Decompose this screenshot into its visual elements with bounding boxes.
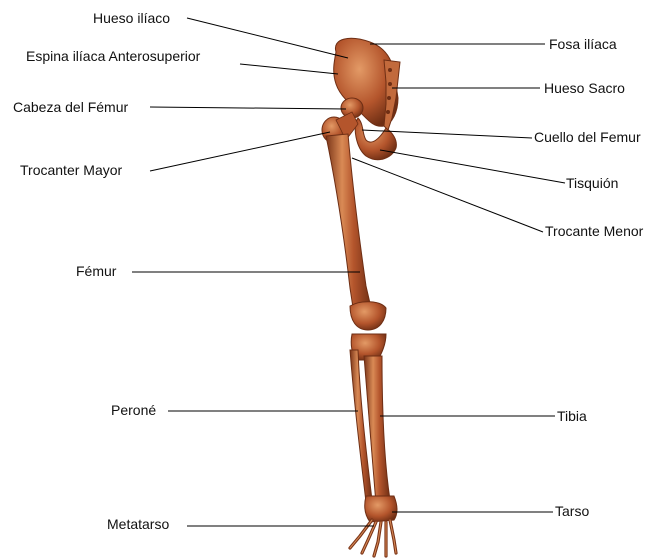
label-cabeza-femur: Cabeza del Fémur [13, 99, 128, 115]
foot-bones [350, 520, 396, 556]
label-metatarso: Metatarso [107, 516, 169, 532]
label-tibia: Tibia [557, 408, 587, 424]
label-hueso-iliaco: Hueso ilíaco [93, 10, 170, 26]
label-trocanter-mayor: Trocanter Mayor [20, 162, 122, 178]
leader-isquion [380, 150, 565, 183]
tarsus [365, 496, 397, 522]
leader-cabeza-femur [150, 107, 346, 109]
label-espina-iliaca: Espina ilíaca Anterosuperior [26, 48, 200, 64]
leader-trocante-menor [352, 158, 543, 232]
leader-hueso-iliaco [187, 18, 348, 58]
label-hueso-sacro: Hueso Sacro [544, 80, 625, 96]
leader-trocanter-mayor [150, 132, 330, 171]
label-tarso: Tarso [555, 503, 589, 519]
label-fosa-iliaca: Fosa ilíaca [549, 36, 617, 52]
label-cuello-femur: Cuello del Femur [534, 129, 641, 145]
label-isquion: Tisquión [566, 175, 618, 191]
knee [350, 302, 386, 330]
leader-espina-iliaca [240, 64, 338, 74]
label-femur: Fémur [76, 263, 116, 279]
femur-shaft [326, 134, 372, 314]
label-trocante-menor: Trocante Menor [545, 223, 643, 239]
label-perone: Peroné [111, 402, 156, 418]
